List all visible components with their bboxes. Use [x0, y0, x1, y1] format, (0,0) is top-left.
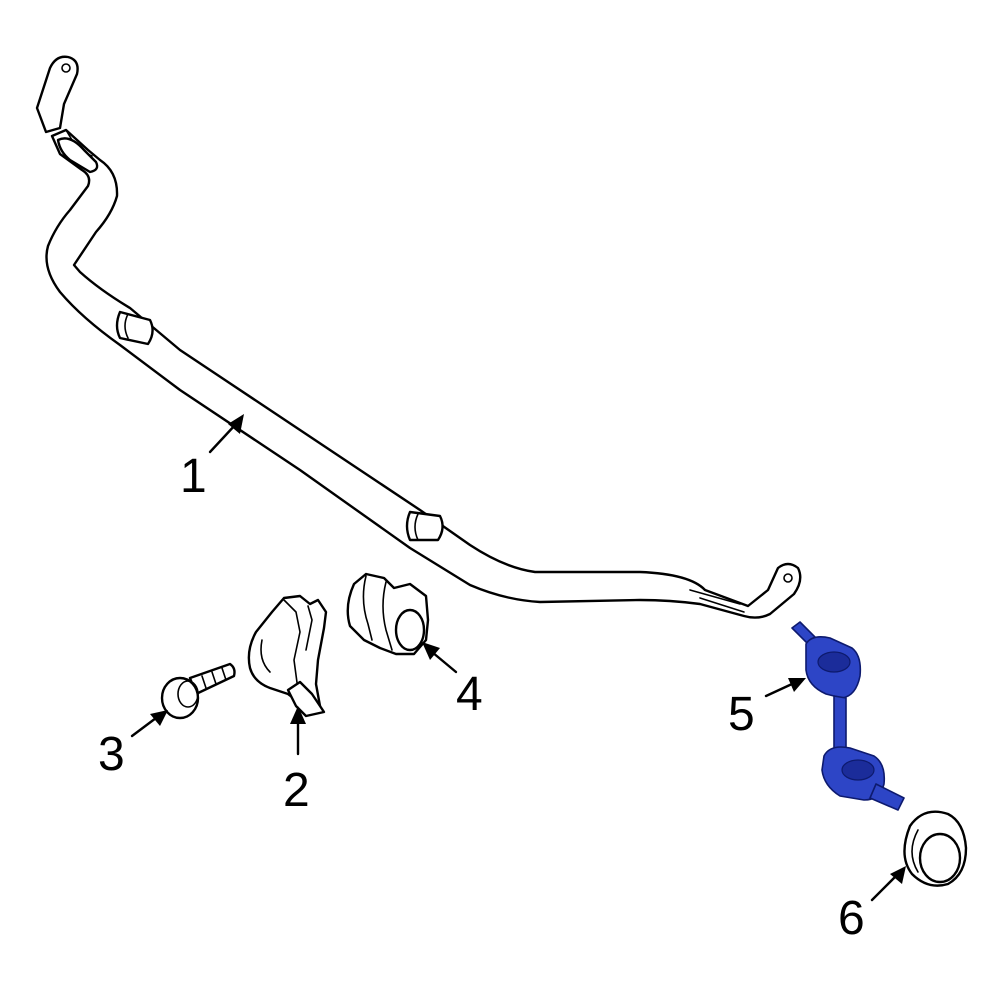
leader-2	[290, 706, 306, 756]
bushing[interactable]	[346, 572, 430, 656]
callout-3: 3	[98, 728, 125, 781]
stabilizer-bar[interactable]	[35, 55, 802, 619]
bolt[interactable]	[160, 662, 236, 720]
stabilizer-link[interactable]	[791, 621, 905, 811]
leader-5	[764, 678, 806, 698]
callout-5: 5	[728, 688, 755, 741]
bar-bracket[interactable]	[247, 594, 328, 718]
link-bushing[interactable]	[903, 810, 968, 887]
callout-4: 4	[456, 668, 483, 721]
leader-3	[130, 710, 168, 738]
leader-6	[870, 866, 906, 902]
callout-1: 1	[180, 450, 207, 503]
leader-4	[422, 642, 458, 674]
callout-6: 6	[838, 892, 865, 945]
callout-2: 2	[283, 764, 310, 817]
leader-1	[208, 414, 244, 454]
